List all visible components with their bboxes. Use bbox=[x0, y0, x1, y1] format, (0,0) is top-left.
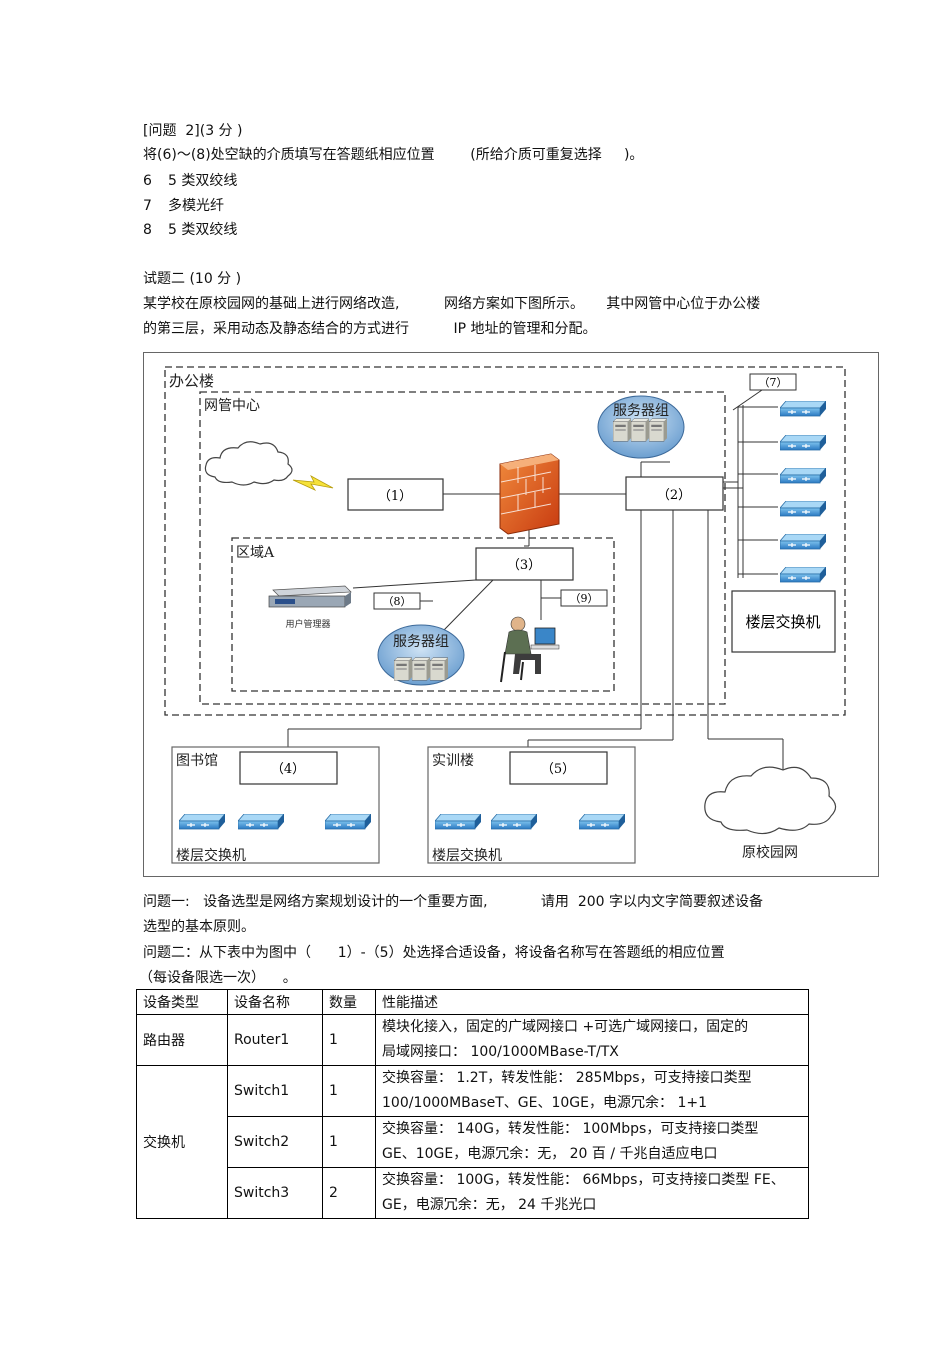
user-manager-icon bbox=[268, 585, 352, 608]
office-building-label: 办公楼 bbox=[169, 372, 214, 390]
header-performance: 性能描述 bbox=[375, 989, 809, 1015]
answer-7-number: 7 bbox=[143, 198, 152, 214]
table-header-row: 设备类型 设备名称 数量 性能描述 bbox=[136, 989, 809, 1015]
exam-2-heading: 试题二 (10 分 ) bbox=[143, 271, 242, 287]
question-2-instruction: 将(6)～(8)处空缺的介质填写在答题纸相应位置 (所给介质可重复选择 )。 bbox=[143, 147, 644, 163]
table-row: Switch3 2 交换容量： 100G，转发性能： 66Mbps，可支持接口类… bbox=[137, 1167, 809, 1219]
answer-6-number: 6 bbox=[143, 173, 152, 189]
performance-cell: 模块化接入，固定的广域网接口 +可选广域网接口，固定的局域网接口： 100/10… bbox=[375, 1014, 809, 1066]
training-building-label: 实训楼 bbox=[432, 753, 474, 769]
library-floor-switch-label: 楼层交换机 bbox=[176, 847, 246, 864]
device-type-cell: 交换机 bbox=[136, 1065, 228, 1219]
performance-line: 模块化接入，固定的广域网接口 +可选广域网接口，固定的 bbox=[382, 1019, 749, 1035]
question-one-line1: 问题一: 设备选型是网络方案规划设计的一个重要方面, 请用 200 字以内文字简… bbox=[143, 894, 763, 910]
question-two-line2: （每设备限选一次） 。 bbox=[139, 970, 297, 986]
zone-a-label: 区域A bbox=[236, 545, 275, 561]
user-manager-label: 用户管理器 bbox=[285, 618, 330, 630]
answer-8-text: 5 类双绞线 bbox=[168, 222, 238, 238]
device-box-1-label: （1） bbox=[378, 489, 412, 504]
performance-line: GE、10GE，电源冗余：无， 20 百 / 千兆自适应电口 bbox=[382, 1146, 718, 1162]
server-group-top-label: 服务器组 bbox=[613, 403, 669, 419]
library-switches-icon bbox=[179, 814, 371, 830]
device-type-cell: 路由器 bbox=[136, 1014, 228, 1066]
equipment-table: 设备类型 设备名称 数量 性能描述 路由器 Router1 1 模块化接入，固定… bbox=[136, 989, 809, 1219]
quantity-cell: 1 bbox=[322, 1014, 376, 1066]
training-switches-icon bbox=[435, 814, 625, 830]
quantity-cell: 2 bbox=[322, 1167, 376, 1219]
performance-cell: 交换容量： 140G，转发性能： 100Mbps，可支持接口类型 GE、10GE，… bbox=[375, 1116, 809, 1168]
answer-6-text: 5 类双绞线 bbox=[168, 173, 238, 189]
header-device-name: 设备名称 bbox=[227, 989, 323, 1015]
server-group-zone-a-icon bbox=[377, 624, 465, 686]
server-group-top-icon bbox=[597, 395, 685, 459]
device-box-2 bbox=[625, 476, 724, 511]
device-box-5 bbox=[509, 751, 608, 785]
table-row: 路由器 Router1 1 模块化接入，固定的广域网接口 +可选广域网接口，固定… bbox=[136, 1014, 809, 1066]
medium-box-7-label: （7） bbox=[759, 376, 788, 389]
device-name-cell: Switch3 bbox=[227, 1167, 323, 1219]
device-name-cell: Switch2 bbox=[227, 1116, 323, 1168]
medium-box-8-label: （8） bbox=[383, 595, 412, 608]
office-building-region bbox=[164, 366, 846, 716]
network-center-label: 网管中心 bbox=[204, 398, 260, 414]
performance-cell: 交换容量： 1.2T，转发性能： 285Mbps，可支持接口类型 100/1000… bbox=[375, 1065, 809, 1117]
device-box-1 bbox=[347, 478, 444, 511]
quantity-cell: 1 bbox=[322, 1116, 376, 1168]
device-name-cell: Switch1 bbox=[227, 1065, 323, 1117]
network-center-region bbox=[199, 391, 726, 705]
old-campus-cloud-icon bbox=[704, 766, 837, 835]
device-box-3 bbox=[475, 547, 574, 581]
header-quantity: 数量 bbox=[322, 989, 376, 1015]
exam-2-intro-line2: 的第三层，采用动态及静态结合的方式进行 IP 地址的管理和分配。 bbox=[143, 321, 597, 337]
medium-box-7 bbox=[749, 373, 797, 391]
zone-a-region bbox=[231, 537, 615, 692]
table-row: Switch2 1 交换容量： 140G，转发性能： 100Mbps，可支持接口… bbox=[137, 1116, 809, 1168]
device-box-4 bbox=[239, 751, 338, 785]
server-group-zone-a-label: 服务器组 bbox=[393, 634, 449, 650]
performance-line: GE，电源冗余：无， 24 千兆光口 bbox=[382, 1197, 597, 1213]
question-two-line1: 问题二：从下表中为图中（ 1）-（5）处选择合适设备，将设备名称写在答题纸的相应… bbox=[143, 945, 725, 961]
performance-line: 交换容量： 100G，转发性能： 66Mbps，可支持接口类型 FE、 bbox=[382, 1172, 785, 1188]
floor-switch-box bbox=[731, 590, 836, 653]
device-box-5-label: （5） bbox=[541, 762, 575, 777]
floor-switch-label: 楼层交换机 bbox=[745, 613, 820, 631]
old-campus-label: 原校园网 bbox=[742, 844, 798, 861]
internet-cloud-icon bbox=[204, 441, 293, 486]
training-floor-switch-label: 楼层交换机 bbox=[432, 847, 502, 864]
exam-2-intro-line1: 某学校在原校园网的基础上进行网络改造, 网络方案如下图所示。 其中网管中心位于办… bbox=[143, 296, 761, 312]
performance-line: 交换容量： 1.2T，转发性能： 285Mbps，可支持接口类型 bbox=[382, 1070, 752, 1086]
question-one-line2: 选型的基本原则。 bbox=[143, 919, 255, 935]
performance-line: 100/1000MBaseT、GE、10GE，电源冗余： 1+1 bbox=[382, 1095, 707, 1111]
performance-line: 交换容量： 140G，转发性能： 100Mbps，可支持接口类型 bbox=[382, 1121, 759, 1137]
user-workstation-icon bbox=[500, 616, 560, 683]
firewall-icon bbox=[499, 453, 560, 535]
answer-8-number: 8 bbox=[143, 222, 152, 238]
device-name-cell: Router1 bbox=[227, 1014, 323, 1066]
device-box-4-label: （4） bbox=[271, 762, 305, 777]
header-device-type: 设备类型 bbox=[136, 989, 228, 1015]
performance-cell: 交换容量： 100G，转发性能： 66Mbps，可支持接口类型 FE、 GE，电源… bbox=[375, 1167, 809, 1219]
library-label: 图书馆 bbox=[176, 753, 218, 769]
table-row: 交换机 Switch1 1 交换容量： 1.2T，转发性能： 285Mbps，可… bbox=[136, 1065, 809, 1219]
answer-7-text: 多模光纤 bbox=[168, 198, 224, 214]
quantity-cell: 1 bbox=[322, 1065, 376, 1117]
medium-box-9-label: （9） bbox=[570, 592, 599, 605]
performance-line: 局域网接口： 100/1000MBase-T/TX bbox=[382, 1044, 619, 1060]
device-box-2-label: （2） bbox=[657, 488, 691, 503]
question-2-heading: [问题 2](3 分 ) bbox=[143, 123, 243, 139]
lightning-link-icon bbox=[292, 475, 334, 491]
network-diagram: 办公楼 网管中心 区域A bbox=[143, 352, 879, 877]
device-box-3-label: （3） bbox=[507, 558, 541, 573]
